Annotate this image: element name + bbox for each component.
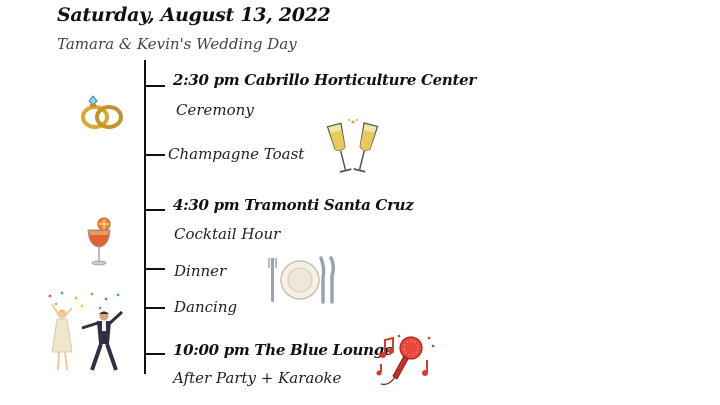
dancing-couple-icon	[48, 291, 124, 371]
schedule-event: Champagne Toast	[168, 145, 305, 163]
schedule-event: Dinner	[174, 262, 227, 280]
timeline-tick	[146, 268, 165, 270]
schedule-event: Cocktail Hour	[174, 225, 281, 243]
schedule-venue-name: Tramonti Santa Cruz	[244, 196, 414, 214]
schedule-venue-1: 2:30 pm Cabrillo Horticulture Center	[173, 71, 476, 89]
page-title: Saturday, August 13, 2022	[57, 4, 331, 26]
page-subtitle: Tamara & Kevin's Wedding Day	[57, 35, 297, 53]
timeline-tick	[146, 154, 165, 156]
cocktail-icon	[87, 217, 111, 266]
schedule-event: After Party + Karaoke	[173, 369, 342, 387]
timeline-line	[144, 60, 146, 374]
schedule-time: 2:30 pm	[173, 71, 240, 89]
timeline-tick	[146, 353, 165, 355]
schedule-venue-6: 10:00 pm The Blue Lounge	[173, 341, 393, 359]
timeline-tick	[146, 85, 165, 87]
schedule-venue-name: Cabrillo Horticulture Center	[244, 71, 476, 89]
champagne-glasses-icon	[326, 119, 379, 173]
karaoke-microphone-icon	[376, 334, 435, 385]
wedding-rings-icon	[81, 95, 123, 129]
timeline-tick	[146, 307, 165, 309]
schedule-time: 10:00 pm	[173, 341, 250, 359]
dinner-plate-icon	[268, 256, 336, 304]
schedule-event: Dancing	[174, 298, 238, 316]
schedule-event: Ceremony	[176, 101, 254, 119]
schedule-time: 4:30 pm	[173, 196, 240, 214]
schedule-venue-3: 4:30 pm Tramonti Santa Cruz	[173, 196, 414, 214]
schedule-venue-name: The Blue Lounge	[254, 341, 394, 359]
timeline-tick	[146, 209, 165, 211]
